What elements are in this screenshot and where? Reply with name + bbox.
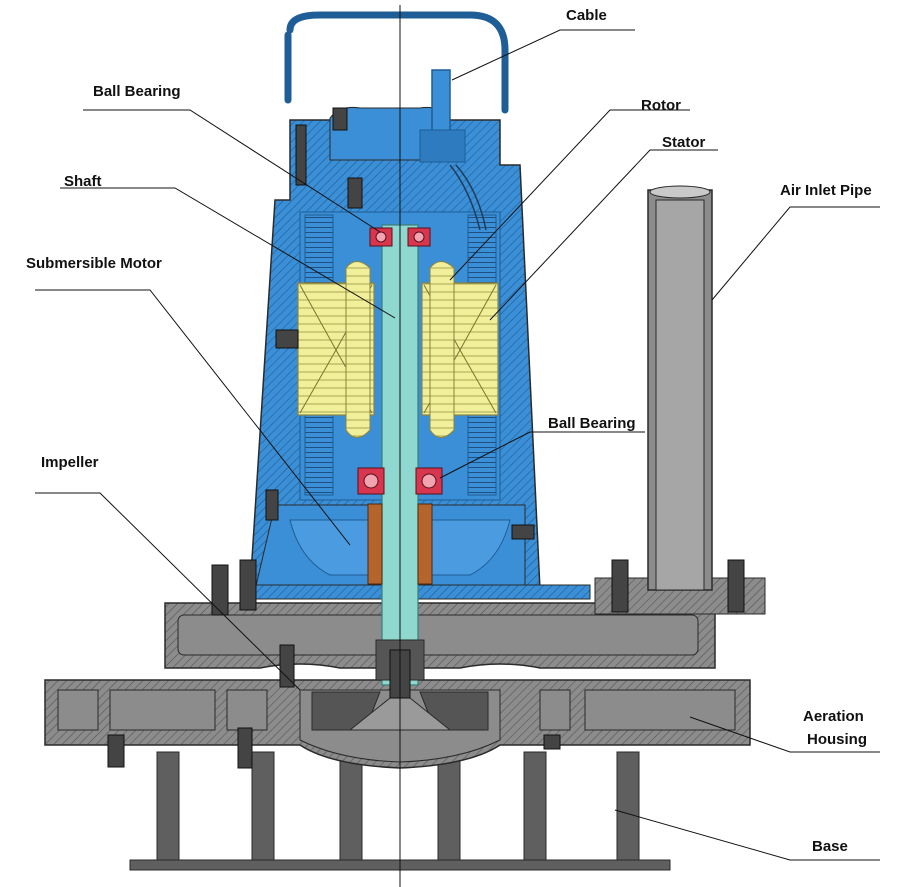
label-base: Base	[812, 838, 848, 855]
cable	[419, 69, 487, 231]
ball-bearing-bottom	[357, 467, 443, 495]
label-air-inlet-pipe: Air Inlet Pipe	[780, 182, 872, 199]
label-ball-bearing-top: Ball Bearing	[93, 83, 181, 100]
label-cable: Cable	[566, 7, 607, 24]
label-impeller: Impeller	[41, 454, 99, 471]
aeration-housing	[44, 679, 751, 769]
label-aeration-housing-line2: Housing	[807, 731, 867, 748]
mechanical-seal	[367, 503, 433, 585]
air-inlet-pipe	[647, 185, 713, 591]
label-aeration-housing-line1: Aeration	[803, 708, 864, 725]
label-ball-bearing-bottom: Ball Bearing	[548, 415, 636, 432]
ball-bearing-top	[369, 227, 431, 247]
label-rotor: Rotor	[641, 97, 681, 114]
bolts	[107, 107, 745, 769]
label-submersible-motor: Submersible Motor	[26, 255, 162, 272]
rotor	[345, 261, 455, 438]
label-stator: Stator	[662, 134, 706, 151]
leader-lines	[35, 29, 880, 861]
label-shaft: Shaft	[64, 173, 102, 190]
